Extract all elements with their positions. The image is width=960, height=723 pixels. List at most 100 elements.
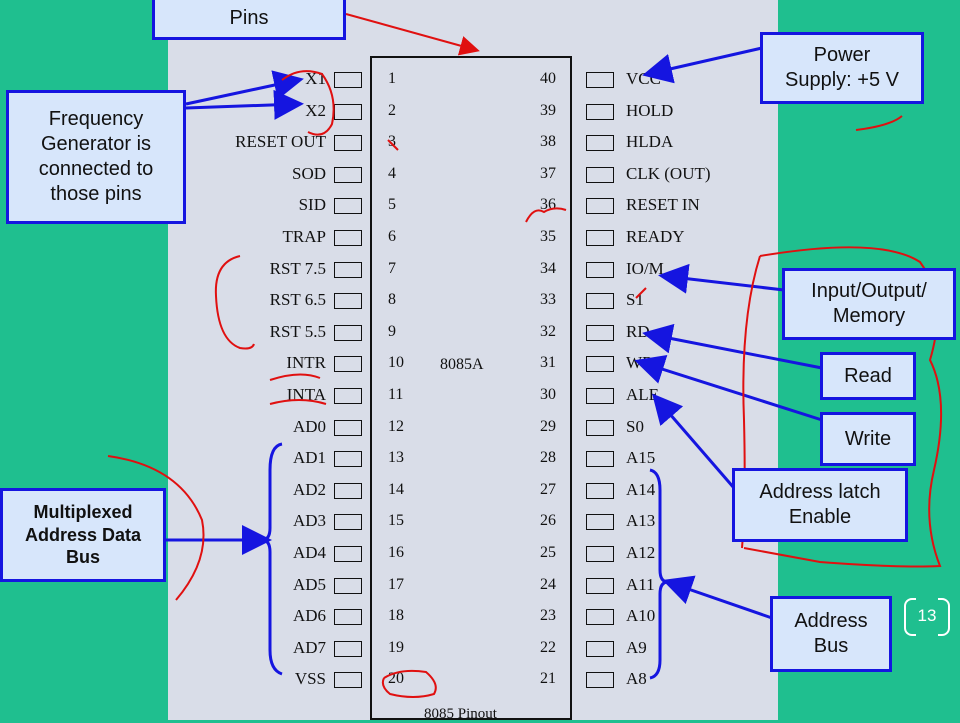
pin-label-right: S0: [626, 416, 644, 436]
circle-20: [381, 669, 437, 698]
page-number: 13: [904, 598, 950, 636]
pin-number-left: 16: [388, 544, 404, 561]
pin-box-left: [334, 166, 362, 183]
pin-box-right: [586, 577, 614, 594]
pin-box-left: [334, 72, 362, 88]
circle-x: [281, 70, 335, 136]
pin-box-left: [334, 546, 362, 562]
pin-box-left: [334, 609, 362, 626]
pin-box-right: [586, 672, 614, 689]
pin-box-left: [334, 261, 362, 278]
pin-box-right: [586, 514, 614, 531]
callout-ale: Address latch Enable: [732, 468, 908, 542]
pin-label-right: ALE: [626, 385, 660, 404]
mark-36: [525, 207, 567, 223]
pin-label-right: A11: [626, 574, 655, 594]
pin-box-left: [334, 482, 362, 499]
callout-address-bus: Address Bus: [770, 596, 892, 672]
pin-label-right: A13: [626, 511, 656, 531]
pin-label-left: RESET OUT: [235, 132, 326, 152]
pin-number-right: 28: [540, 449, 556, 467]
pin-label-left: AD2: [292, 479, 326, 499]
pin-label-right: A14: [626, 479, 656, 499]
pin-box-right: [586, 451, 614, 468]
pin-number-right: 33: [540, 291, 556, 309]
pin-box-right: [586, 72, 614, 88]
pin-number-right: 31: [540, 354, 556, 372]
pin-box-left: [334, 293, 362, 310]
pin-box-right: [586, 230, 614, 246]
pin-label-right: A15: [626, 448, 656, 468]
pin-box-left: [334, 451, 362, 468]
bracket-rst: [214, 255, 255, 350]
pin-number-left: 4: [388, 164, 396, 182]
pin-number-right: 27: [540, 480, 556, 498]
pin-number-left: 15: [388, 512, 404, 530]
pin-label-left: AD0: [292, 416, 326, 436]
figure-caption: 8085 Pinout: [424, 706, 497, 722]
brace-a: [649, 468, 669, 680]
pin-number-right: 32: [540, 322, 556, 340]
arrow-freq-x2: [185, 89, 304, 120]
brace-ad: [261, 442, 283, 676]
pin-box-left: [334, 419, 362, 436]
pin-box-left: [334, 198, 362, 215]
pin-box-right: [586, 640, 614, 657]
arrow-ale: [652, 393, 736, 489]
arrow-read: [642, 323, 823, 370]
pin-label-left: SOD: [291, 163, 326, 183]
chip-name: 8085A: [440, 356, 484, 373]
pin-number-right: 29: [540, 417, 556, 435]
pin-box-left: [334, 577, 362, 594]
pin-label-right: CLK (OUT): [626, 163, 711, 183]
pin-box-right: [586, 135, 614, 152]
pin-number-right: 40: [540, 70, 556, 87]
pin-number-left: 1: [388, 70, 396, 87]
arrow-power: [642, 46, 763, 84]
pin-number-right: 37: [540, 164, 556, 182]
pin-number-right: 26: [540, 512, 556, 530]
pin-number-left: 17: [388, 575, 404, 593]
pin-box-right: [586, 546, 614, 562]
pin-label-left: VSS: [294, 669, 326, 689]
pin-label-right: HLDA: [626, 132, 674, 152]
pin-number-left: 11: [388, 386, 404, 403]
pin-label-left: RST 5.5: [269, 321, 326, 341]
pin-box-left: [334, 324, 362, 341]
pin-label-left: SID: [298, 195, 326, 215]
callout-power: Power Supply: +5 V: [760, 32, 924, 104]
callout-write: Write: [820, 412, 916, 466]
pin-number-right: 25: [540, 544, 556, 561]
pin-label-left: AD6: [292, 606, 326, 626]
pin-label-left: X2: [305, 100, 326, 120]
pin-number-right: 35: [540, 228, 556, 245]
pin-number-right: 24: [540, 575, 556, 593]
callout-pins: Pins: [152, 0, 346, 40]
chip-body: [370, 56, 572, 720]
pin-box-left: [334, 356, 362, 373]
pin-number-left: 7: [388, 259, 396, 277]
pin-label-right: A10: [626, 606, 656, 626]
pin-label-right: READY: [626, 227, 685, 246]
pin-box-right: [586, 419, 614, 436]
mark-power: [855, 115, 903, 131]
pin-number-right: 21: [540, 670, 556, 688]
pin-box-right: [586, 356, 614, 373]
pin-number-left: 13: [388, 449, 404, 467]
pin-box-left: [334, 640, 362, 657]
pin-number-right: 34: [540, 259, 556, 277]
pin-box-right: [586, 482, 614, 499]
pin-box-right: [586, 609, 614, 626]
callout-read: Read: [820, 352, 916, 400]
mark-33: [635, 287, 647, 299]
pin-label-left: INTR: [286, 353, 326, 373]
pin-box-left: [334, 230, 362, 246]
pin-number-left: 6: [388, 228, 396, 245]
pin-label-left: TRAP: [282, 227, 326, 246]
pin-label-left: AD1: [292, 448, 326, 468]
mark-3: [387, 139, 399, 151]
pin-label-right: HOLD: [626, 100, 674, 120]
pin-number-left: 18: [388, 607, 404, 625]
pin-number-right: 22: [540, 638, 556, 656]
bracket-mux: [107, 455, 205, 601]
